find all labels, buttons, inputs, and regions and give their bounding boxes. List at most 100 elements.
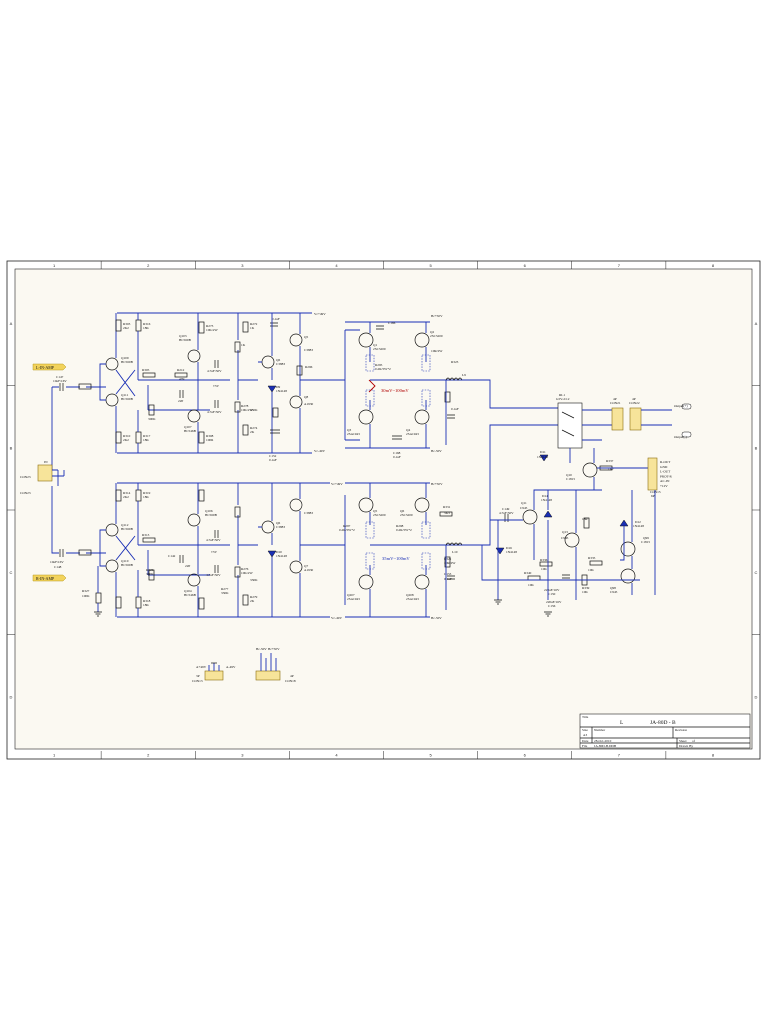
transistor-symbol [289,395,303,409]
component-ref: R326 [146,568,154,572]
inductor-symbol [445,542,463,546]
resistor-symbol [272,407,279,418]
component-value: 2K [250,599,255,603]
component-value: C3883 [276,362,285,366]
component-value: 2SA1943 [406,432,419,436]
component-value: BC560B [121,397,134,401]
control-pin-label: R-OUT [660,460,671,464]
column-marker: 2 [147,753,150,758]
capacitor-symbol [214,530,219,538]
bias-wires [237,483,258,617]
transistor-symbol [620,541,636,557]
resistor-symbol [135,431,142,444]
component-value: 1N4148 [506,550,517,554]
component-ref: R337 [606,459,614,463]
component-value: 0.1uF [269,458,277,462]
right-input-text: R-IN-AMP [36,576,55,581]
component-ref: C147 [56,375,64,379]
component-ref: R212 [177,368,185,372]
control-pin-label: GND [660,465,668,469]
resistor-symbol [234,506,241,518]
resistor-symbol [135,489,142,502]
number-caption: Number [594,728,606,732]
output-wires [369,483,490,617]
component-value: BC560B [205,513,218,517]
component-ref: Q10 [566,473,572,477]
component-value: 10uF/16V [53,379,67,383]
ground-symbol [494,599,502,605]
row-marker: D [755,694,758,699]
rail-label: Bc+50V [431,482,443,486]
component-value: 0.1uF [444,577,452,581]
column-marker: 6 [524,263,527,268]
component-value: 10K/2W [241,571,253,575]
ground-symbol [94,611,102,617]
transistor-symbol [358,409,374,425]
resistor-symbol [198,489,205,502]
component-value: 300K [148,417,156,421]
transistor-symbol [414,409,430,425]
component-ref: R319 [143,491,151,495]
component-ref: R296 [305,365,313,369]
file-caption: File [582,744,588,748]
connector-label: 4P [290,674,294,678]
transistor-symbol [358,497,374,513]
power-connectors: A+49V A-49V 3P CON13 Bc-50V Bc+50V 4P CO… [192,647,296,683]
diode-symbol [267,385,277,393]
component-value: BC560B [121,563,134,567]
relay-part: G5V-2/12 [556,397,570,401]
resistor-symbol [421,389,431,407]
component-ref: L9 [462,373,466,377]
transistor-symbol [522,509,538,525]
component-value: 0.1uF [272,317,280,321]
control-pin-label: L-OUT [660,470,671,474]
protection-wires [481,489,656,600]
resistor-symbol [242,321,249,333]
transistor-symbol [414,332,430,348]
row-marker: C [10,570,13,575]
component-value: 18K [143,438,149,442]
capacitor-symbol [504,514,509,522]
column-marker: 8 [712,263,715,268]
connector-label: 4P [632,397,636,401]
component-ref: Q13 [562,530,568,534]
resistor-symbol [444,391,451,403]
input-wire [51,386,106,470]
connector-body [204,670,224,681]
component-ref: C150 [548,592,556,596]
component-ref: D9 [276,385,280,389]
component-ref: 0.1uF [451,407,459,411]
column-marker: 4 [335,753,338,758]
component-value: 10K [541,567,547,571]
component-value: 2SA1943 [406,597,419,601]
component-ref: D12 [635,520,641,524]
component-value: 10uF/16V [50,560,64,564]
speaker-wires [641,409,672,426]
relay-contacts [561,411,575,437]
diode-symbol [539,454,549,462]
component-value: 22P [178,399,183,403]
drawn-caption: Drawn By [679,744,693,748]
component-ref: Q11 [521,501,527,505]
resistor-symbol [421,354,431,372]
transistor-symbol [358,574,374,590]
transistor-symbol [289,333,303,347]
component-value: C1815 [641,540,650,544]
component-ref: Q109 [121,356,129,360]
size-value: A3 [583,733,587,737]
connector-label: 6P [651,494,655,498]
component-value: 2SA1943 [347,597,360,601]
component-value: C3883 [276,525,285,529]
component-ref: Q5 [373,509,377,513]
resistor-symbol [365,389,375,407]
resistor-symbol [365,521,375,539]
component-value: 330K [250,578,258,582]
component-value: 1N4148 [633,524,644,528]
output-wires [344,329,360,441]
component-ref: R298 [396,524,404,528]
resistor-symbol [365,552,375,570]
drawing-title: JA-80D - B [650,720,676,726]
component-value: 100R [206,438,214,442]
component-ref: Q7 [304,564,308,568]
